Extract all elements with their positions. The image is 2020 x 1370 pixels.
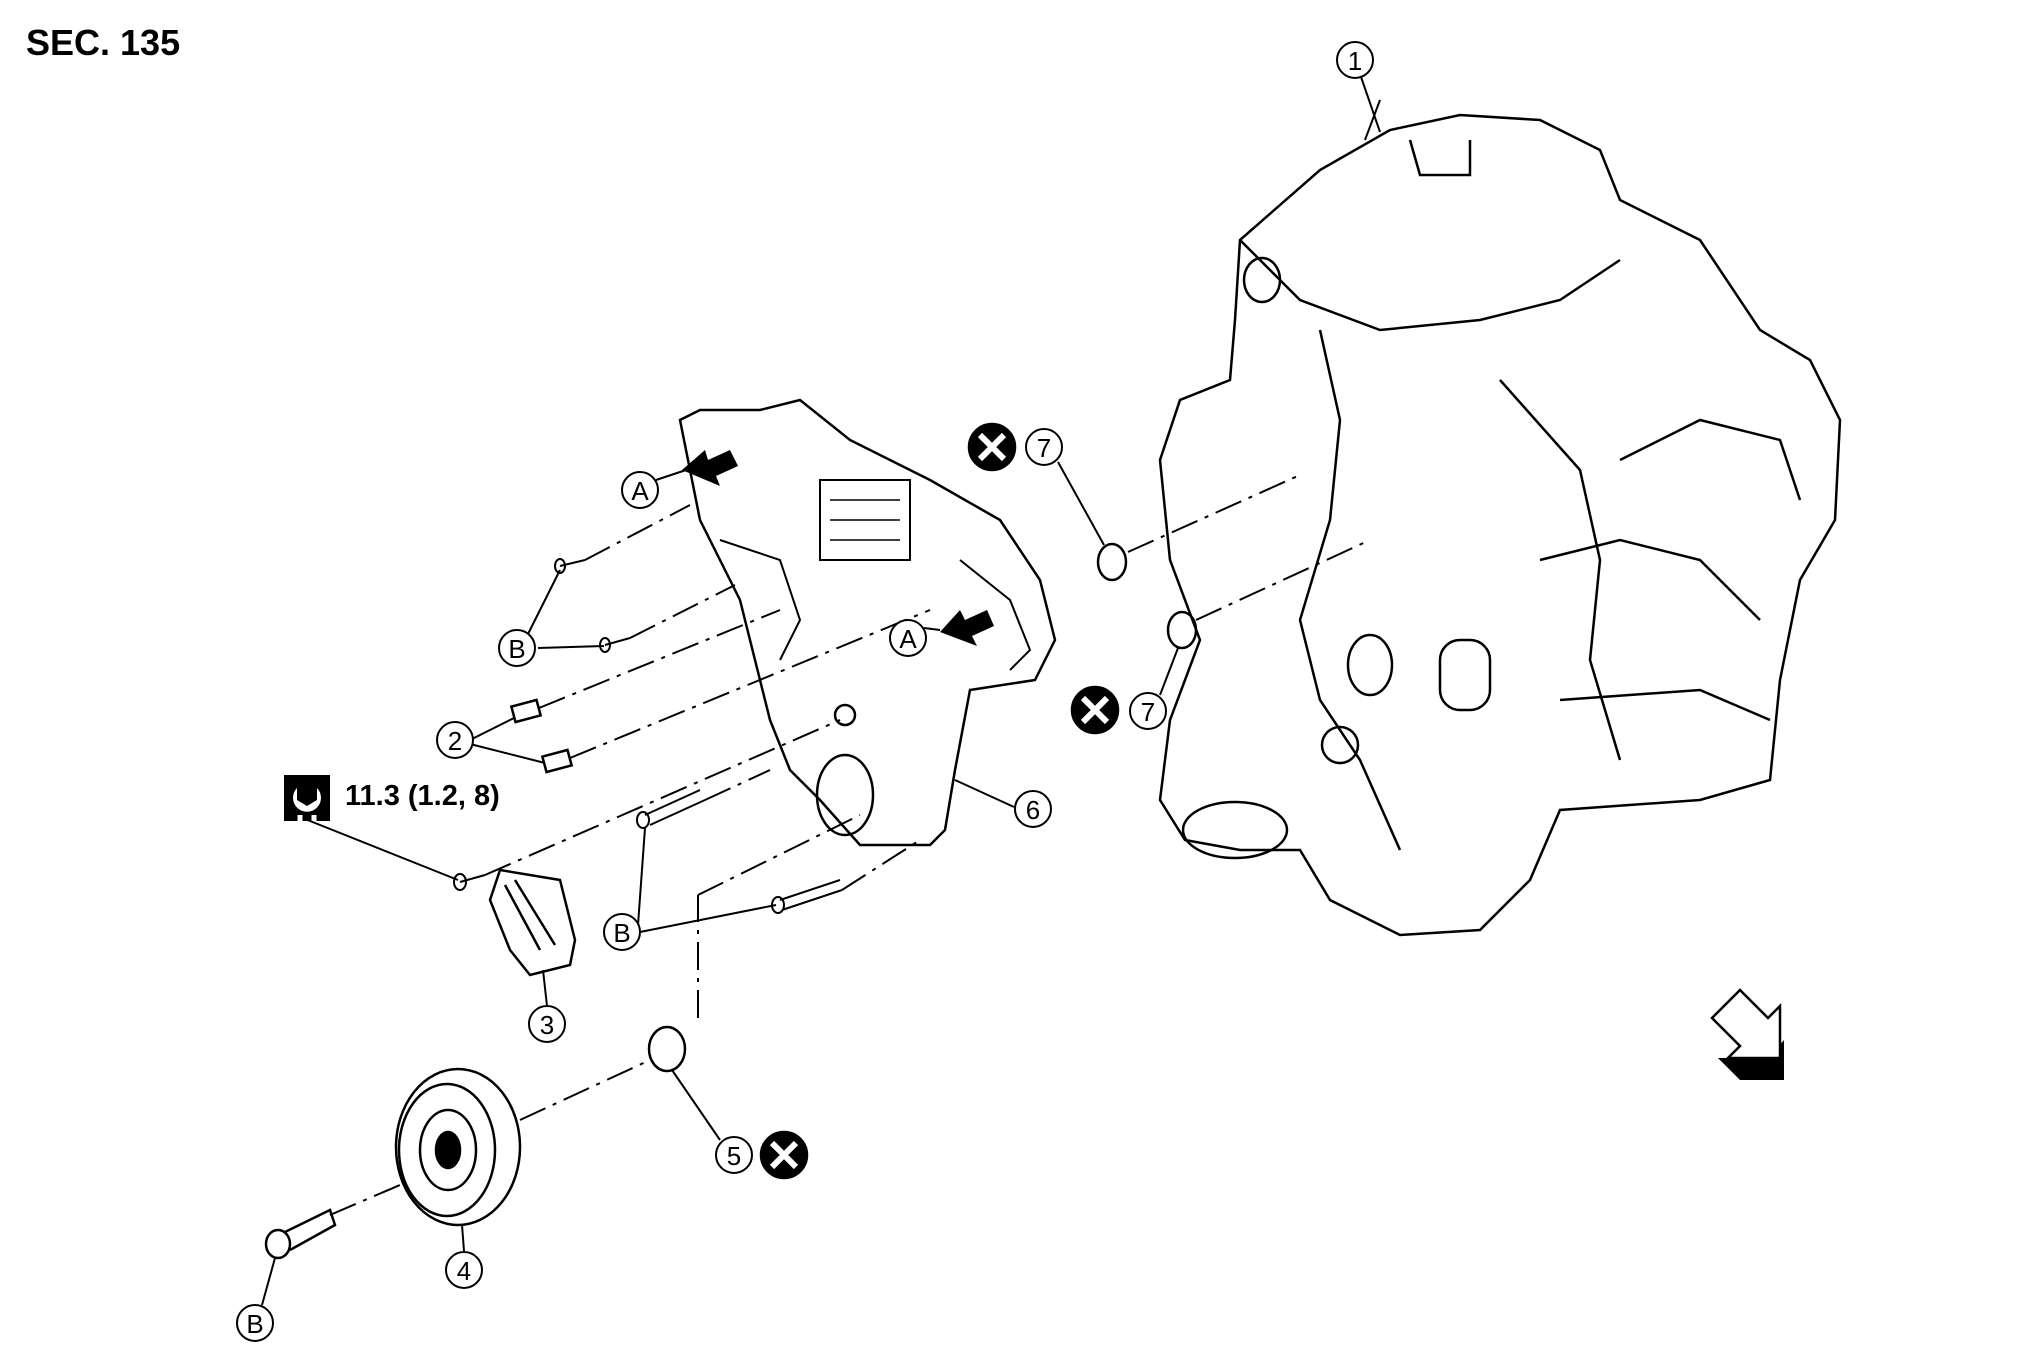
- callout-b1: B: [498, 629, 536, 667]
- svg-text:B: B: [613, 918, 630, 948]
- callout-a1: A: [621, 471, 659, 509]
- front-direction-arrow-icon: [1710, 988, 1784, 1080]
- do-not-reuse-icon: [759, 1130, 809, 1180]
- svg-text:7: 7: [1141, 697, 1155, 727]
- engine-assembly: [1158, 99, 1842, 937]
- callout-4: 4: [445, 1251, 483, 1289]
- svg-text:B: B: [246, 1309, 263, 1339]
- svg-text:A: A: [631, 476, 649, 506]
- bolts: [453, 558, 843, 914]
- crankshaft-pulley: [394, 1067, 522, 1227]
- o-ring-7b: [1166, 610, 1198, 650]
- torque-wrench-icon: [284, 775, 330, 821]
- callout-b2: B: [603, 913, 641, 951]
- arrow-a2: [940, 610, 994, 646]
- do-not-reuse-icon: [967, 422, 1017, 472]
- callout-1: 1: [1336, 41, 1374, 79]
- svg-text:2: 2: [448, 726, 462, 756]
- section-label: SEC. 135: [26, 22, 181, 63]
- svg-text:3: 3: [540, 1010, 554, 1040]
- o-ring-5: [647, 1025, 687, 1073]
- svg-text:7: 7: [1037, 433, 1051, 463]
- pulley-bolt: [264, 1208, 337, 1260]
- svg-text:B: B: [508, 634, 525, 664]
- dowel-pin: [540, 748, 574, 774]
- svg-text:1: 1: [1348, 46, 1362, 76]
- callout-6: 6: [1014, 790, 1052, 828]
- arrow-a1: [682, 450, 738, 486]
- o-ring-7a: [1096, 542, 1128, 582]
- callout-7a: 7: [1025, 428, 1063, 466]
- torque-spec: 11.3 (1.2, 8): [345, 780, 500, 812]
- callout-7b: 7: [1129, 692, 1167, 730]
- callout-5: 5: [715, 1136, 753, 1174]
- callout-3: 3: [528, 1005, 566, 1043]
- callout-a2: A: [889, 619, 927, 657]
- callout-2: 2: [436, 721, 474, 759]
- svg-text:6: 6: [1026, 795, 1040, 825]
- dowel-pin: [509, 698, 543, 724]
- assembly-lines: [329, 474, 1371, 1216]
- leader-lines: [261, 73, 1381, 1306]
- do-not-reuse-icon: [1070, 685, 1120, 735]
- svg-text:4: 4: [457, 1256, 471, 1286]
- svg-text:A: A: [899, 624, 917, 654]
- svg-text:5: 5: [727, 1141, 741, 1171]
- callout-b3: B: [236, 1304, 274, 1342]
- bracket: [488, 868, 577, 977]
- front-timing-cover: [678, 398, 1057, 847]
